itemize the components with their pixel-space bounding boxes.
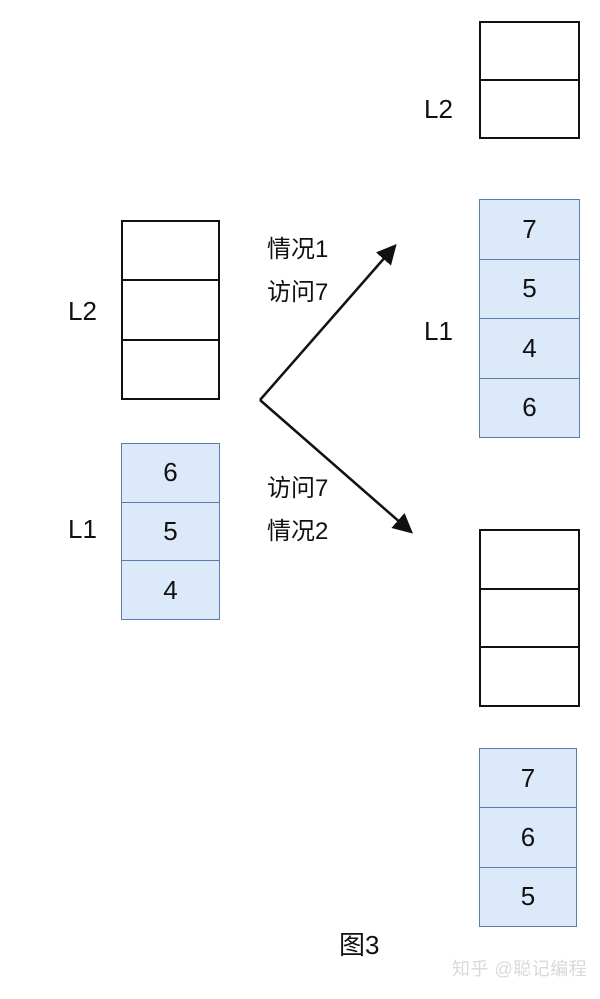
cache-cell: 4 (122, 560, 219, 619)
initial-l1-stack: 6 5 4 (121, 443, 220, 620)
case1-annotation: 情况1 访问7 (267, 228, 328, 314)
cache-cell (481, 23, 578, 79)
case2-l1-stack: 7 6 5 (479, 748, 577, 927)
cache-cell: 7 (522, 213, 537, 244)
annotation-line: 情况2 (267, 518, 329, 545)
cache-cell: 4 (480, 318, 579, 378)
case1-l2-stack (479, 21, 580, 139)
case1-l1-stack: 7 5 4 6 (479, 199, 580, 438)
case2-annotation: 访问7 情况2 (267, 467, 328, 553)
case2-l2-stack (479, 529, 580, 707)
cache-cell: 5 (480, 866, 576, 926)
initial-l2-stack (121, 220, 220, 400)
case1-l2-label: L2 (424, 94, 453, 124)
cache-cell (123, 338, 218, 398)
case1-l1-label: L1 (424, 316, 453, 346)
annotation-line: 情况1 (267, 236, 329, 263)
cache-cell (481, 646, 578, 705)
cache-cell: 6 (480, 807, 576, 866)
cache-cell: 5 (122, 501, 219, 561)
cache-cell (481, 587, 578, 647)
annotation-line: 访问7 (267, 279, 329, 306)
cache-cell: 6 (480, 377, 579, 438)
watermark-text: 知乎 @聪记编程 (452, 959, 588, 979)
cache-cell (481, 79, 578, 137)
initial-l2-label: L2 (68, 296, 97, 326)
cache-cell (123, 222, 218, 279)
cache-cell (123, 279, 218, 338)
cache-cell (481, 531, 578, 588)
initial-l1-label: L1 (68, 514, 97, 544)
cache-cell: 6 (163, 457, 178, 488)
figure-caption: 图3 (339, 930, 380, 960)
annotation-line: 访问7 (267, 475, 329, 502)
cache-cell: 7 (520, 762, 536, 793)
cache-cell: 5 (480, 258, 579, 319)
